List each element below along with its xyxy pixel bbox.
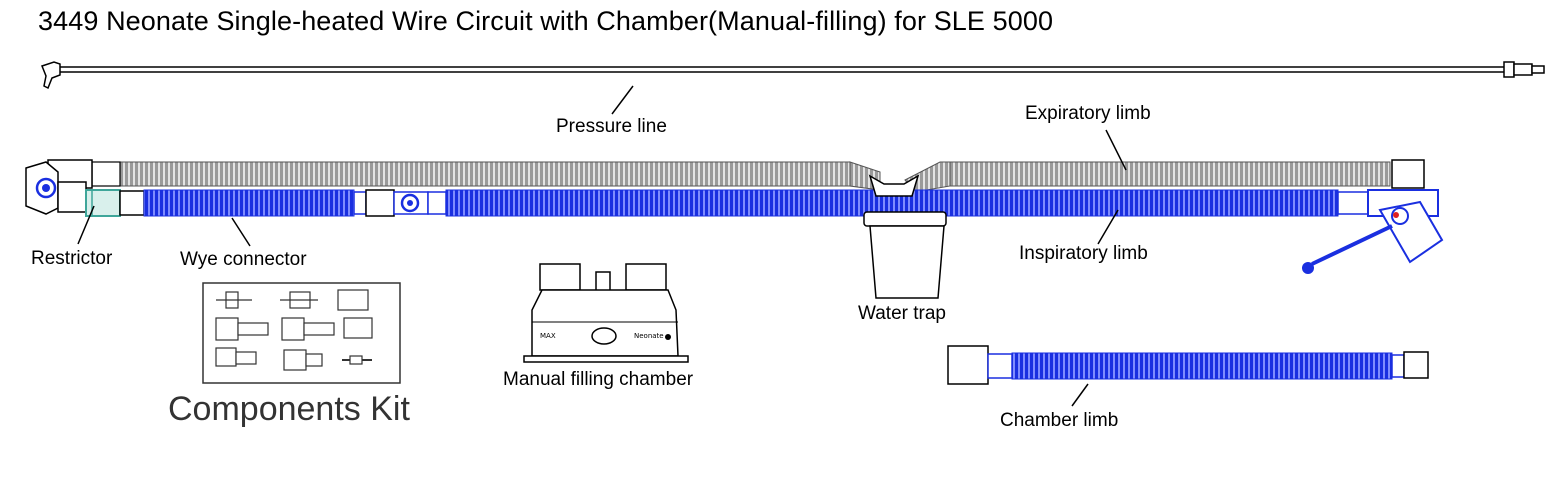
label-manual-filling-chamber: Manual filling chamber: [503, 369, 694, 390]
label-pressure-line: Pressure line: [556, 116, 667, 137]
chamber-brand-text: Neonate: [634, 332, 664, 340]
chamber-limb: [947, 345, 1429, 385]
chamber-max-text: MAX: [540, 332, 556, 340]
expiratory-limb-leader: [1105, 129, 1127, 171]
inspiratory-limb-leader: [1097, 209, 1119, 245]
patient-wye-block: [25, 161, 87, 215]
restrictor: [85, 189, 121, 217]
label-inspiratory-limb: Inspiratory limb: [1019, 243, 1148, 264]
inspiratory-limb: [119, 189, 1439, 217]
pressure-line-leader: [611, 85, 634, 115]
label-water-trap: Water trap: [858, 303, 946, 324]
label-components-kit: Components Kit: [168, 390, 410, 428]
wye-connector-leader: [231, 217, 251, 247]
chamber-limb-leader: [1071, 383, 1089, 407]
components-kit: [202, 282, 401, 384]
manual-filling-chamber: [523, 263, 689, 363]
water-trap: [863, 174, 947, 299]
label-wye-connector: Wye connector: [180, 249, 307, 270]
label-chamber-limb: Chamber limb: [1000, 410, 1119, 431]
label-expiratory-limb: Expiratory limb: [1025, 103, 1151, 124]
restrictor-leader: [77, 205, 95, 245]
heater-probe: [1302, 200, 1444, 274]
page-title: 3449 Neonate Single-heated Wire Circuit …: [38, 6, 1054, 36]
expiratory-limb: [47, 159, 1425, 193]
label-restrictor: Restrictor: [31, 248, 113, 269]
pressure-line: [41, 61, 1545, 90]
